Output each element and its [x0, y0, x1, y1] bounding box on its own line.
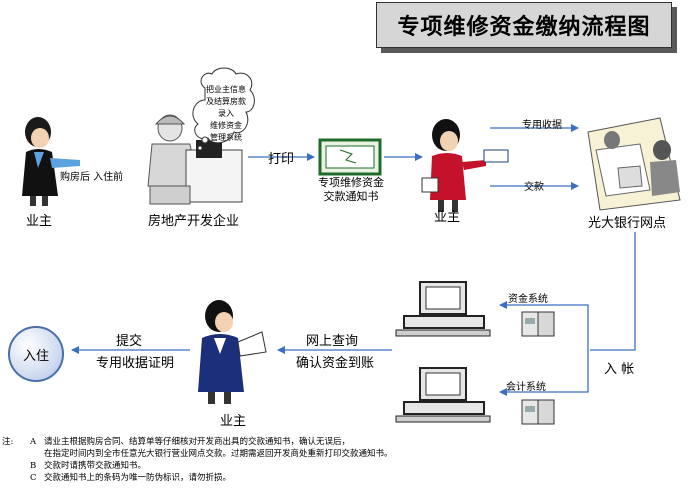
owner-label-1: 业主: [26, 214, 53, 229]
online-query-label: 网上查询: [306, 334, 359, 349]
confirm-label: 确认资金到账: [296, 356, 375, 371]
computer-icon-2: [395, 367, 491, 423]
computer-icon-1: [395, 281, 491, 337]
owner-figure-2: [421, 119, 509, 212]
notes-section: 注: A 请业主根据购房合同、结算单等仔细核对开发商出具的交款通知书，确认无误后…: [2, 436, 692, 484]
owner-figure-1: [22, 117, 80, 206]
submit-label: 提交: [116, 334, 143, 349]
note-key: B: [30, 461, 37, 471]
buy-note-label: 购房后 入住前: [60, 172, 124, 183]
note-key: A: [30, 437, 37, 447]
posting-label: 入 帐: [604, 362, 635, 377]
note-text: 在指定时间内到全市任意光大银行营业网点交款。过期需返回开发商处重新打印交款通知书…: [44, 449, 393, 459]
accounting-system-label: 会计系统: [506, 382, 546, 393]
bubble-cloud: [192, 67, 255, 144]
note-text: 交款时请携带交款通知书。: [44, 461, 147, 471]
print-label: 打印: [268, 152, 295, 167]
pay-label: 交款: [524, 182, 544, 193]
enter-label: 入住: [22, 348, 49, 364]
note-text: 请业主根据购房合同、结算单等仔细核对开发商出具的交款通知书，确认无误后，: [44, 437, 351, 447]
note-key: C: [30, 473, 37, 483]
note-key: [30, 448, 44, 460]
bank-illustration: [587, 117, 681, 211]
receipt-proof-label: 专用收据证明: [96, 356, 175, 371]
enter-circle: 入住: [8, 326, 64, 382]
owner-label-3: 业主: [220, 414, 247, 429]
developer-figure: [147, 114, 243, 205]
bubble-text: 把业主信息 及结算房款 录入 维修资金 管理系统: [206, 85, 246, 142]
notice-document-icon: [318, 138, 382, 176]
receipt-label: 专用收据: [522, 120, 562, 131]
server-icon-2: [521, 399, 555, 425]
notice-label: 专项维修资金 交款通知书: [318, 176, 384, 203]
developer-label: 房地产开发企业: [148, 214, 240, 229]
bank-label: 光大银行网点: [588, 216, 667, 231]
fund-system-label: 资金系统: [508, 294, 548, 305]
note-text: 交款通知书上的条码为唯一防伪标识，请勿折损。: [44, 473, 232, 483]
notes-prefix: 注:: [2, 437, 14, 447]
owner-figure-3: [198, 300, 267, 404]
flow-arrows: [71, 124, 636, 396]
owner-label-2: 业主: [434, 210, 461, 225]
server-icon-1: [521, 311, 555, 337]
diagram-title: 专项维修资金缴纳流程图: [376, 2, 672, 48]
